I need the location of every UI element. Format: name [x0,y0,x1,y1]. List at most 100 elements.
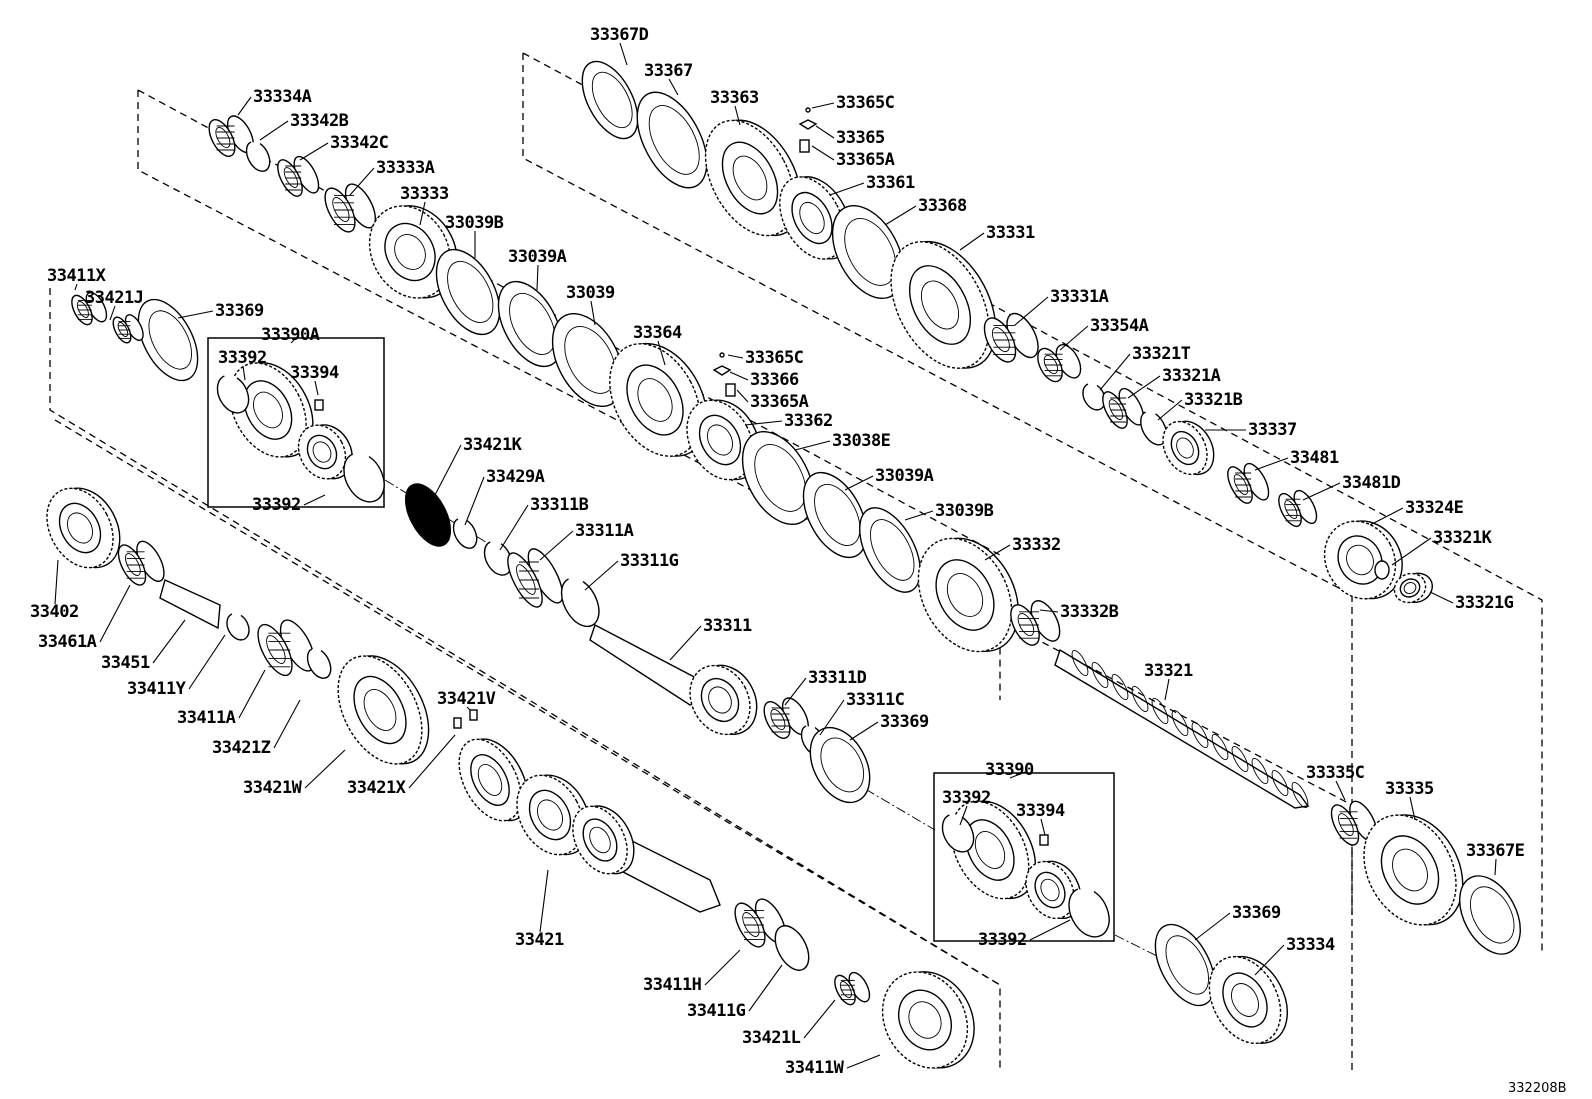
leader-33354a [1059,325,1089,351]
part-33392-hub-b [1025,860,1082,920]
part-33451 [159,579,221,630]
part-33421-gear2 [516,774,591,856]
leader-33366 [729,371,749,381]
leader-33369 [177,310,214,319]
leader-33321b [1157,399,1183,421]
part-label-33461a: 33461A [38,632,97,652]
part-33311 [589,623,706,706]
leader-33335 [1409,796,1416,821]
leader-33342b [259,120,289,141]
part-33421w [337,655,430,765]
part-33392-spring-b [1068,888,1110,938]
leader-33333a [349,167,375,196]
leader-33421z [273,699,301,749]
leader-33039a [536,264,539,291]
part-label-33311g: 33311G [620,551,679,571]
leader-33392 [242,365,246,381]
part-33392-sleeve-a [229,362,314,458]
leader-33411x [74,283,78,291]
part-33039a [497,280,563,368]
part-33331 [890,240,997,369]
part-33367 [636,91,708,189]
leader-33394 [1040,818,1046,836]
part-label-33365c: 33365C [745,348,803,368]
leader-33321k [1391,537,1432,566]
part-label-33481d: 33481D [1342,473,1401,493]
part-33334a [208,115,254,157]
leader-33324e [1369,507,1404,526]
part-33421j [112,314,144,344]
part-33321t [1082,383,1106,411]
leader-33451 [152,619,186,664]
part-label-33368: 33368 [918,196,967,216]
leader-33367e [1494,858,1497,876]
part-label-33335: 33335 [1385,779,1434,799]
part-label-33421j: 33421J [85,288,143,308]
part-label-33039a: 33039A [508,247,567,267]
leader-33392 [959,805,968,826]
part-label-33333: 33333 [400,184,449,204]
part-label-33311a: 33311A [575,521,634,541]
part-33365a-b [725,383,736,397]
drawing-code: 332208B [1508,1081,1567,1096]
leader-33421x [408,734,456,789]
leader-33362 [744,420,783,426]
part-33421x-part [453,717,462,729]
group-frame-2 [49,288,1001,1070]
leader-33321t [1099,353,1131,391]
part-33365-a [798,119,818,130]
part-33394-b [1039,834,1049,846]
leader-33411h [704,949,741,986]
part-label-33039b: 33039B [935,501,994,521]
leader-33334a [237,96,252,116]
part-label-33390: 33390 [985,760,1034,780]
axis-line-1 [849,779,936,831]
leader-33334 [1254,944,1285,976]
part-label-33311b: 33311B [530,495,589,515]
part-33038e [741,430,815,526]
part-label-33362: 33362 [784,411,833,431]
part-33369-c [1154,923,1216,1007]
part-label-33364: 33364 [633,323,682,343]
leader-33421l [803,999,836,1039]
leader-33367 [668,78,679,96]
leader-33369 [849,721,879,741]
part-label-33354a: 33354A [1090,316,1149,336]
part-label-33392: 33392 [978,930,1027,950]
leader-33421 [539,869,549,933]
leader-33481 [1254,457,1289,471]
part-33342b [245,141,271,172]
leader-33311c [819,699,845,736]
part-label-33361: 33361 [866,173,915,193]
part-label-33421l: 33421L [742,1028,801,1048]
part-33461a [117,540,165,586]
part-33039a-b [802,471,868,559]
part-label-33365c: 33365C [836,93,894,113]
part-label-33367d: 33367D [590,25,649,45]
part-33337 [1162,420,1215,476]
part-label-33366: 33366 [750,370,799,390]
leader-33367d [619,42,628,66]
part-33365c-b [719,352,725,358]
leader-33321a [1127,375,1161,399]
part-33367d [581,60,639,140]
part-33421v-part [469,709,478,721]
part-33481d [1278,489,1318,528]
part-label-33334a: 33334A [253,87,312,107]
leader-33363 [734,105,741,126]
leader-33411w [846,1054,881,1069]
part-label-33421k: 33421K [463,435,523,455]
part-label-33411h: 33411H [643,975,702,995]
leader-33402 [54,559,59,605]
leader-33039b [904,510,934,521]
leader-33335c [1335,780,1346,801]
part-33367e [1459,875,1521,955]
leader-33365 [815,125,835,139]
part-label-33342b: 33342B [290,111,349,131]
part-label-33390a: 33390A [261,325,320,345]
part-label-33321t: 33321T [1132,344,1191,364]
part-33334 [1208,955,1288,1045]
part-33366 [712,365,732,376]
part-label-33365: 33365 [836,128,885,148]
